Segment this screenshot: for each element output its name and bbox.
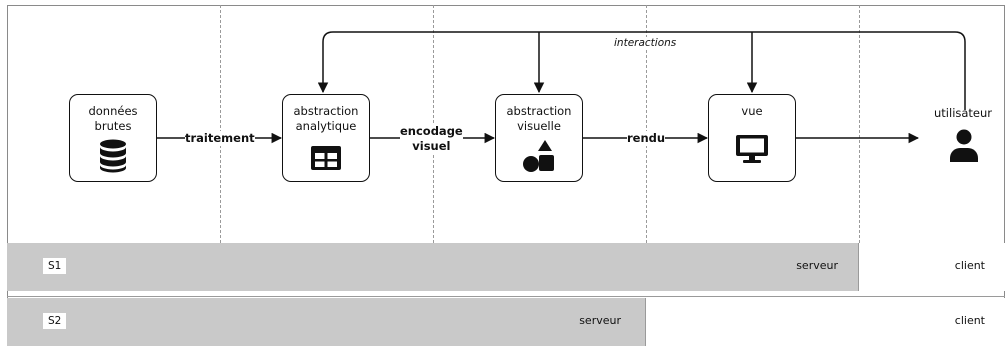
shapes-icon: [523, 140, 554, 172]
stage-raw-data: données brutes: [69, 94, 157, 182]
stage-view-label: vue: [741, 104, 763, 118]
server-label-s2: serveur: [579, 314, 621, 327]
stage-visual-abstraction: abstraction visuelle: [495, 94, 583, 182]
client-label-s1: client: [954, 259, 985, 272]
server-label-s1: serveur: [796, 259, 838, 272]
separator-1: [220, 5, 221, 243]
stage-analytic-label: abstraction analytique: [293, 104, 359, 133]
monitor-icon: [736, 135, 768, 163]
server-segment-s1: S1 serveur: [7, 243, 859, 291]
interaction-arrow-to-analytic: [317, 31, 966, 110]
split-row-s1: S1 serveur client: [7, 243, 1005, 291]
client-segment-s2: client: [646, 298, 1005, 346]
row-divider: [7, 296, 1005, 297]
table-icon: [311, 146, 341, 170]
stage-view: vue: [708, 94, 796, 182]
step-traitement: traitement: [185, 131, 255, 146]
user-label: utilisateur: [934, 106, 993, 120]
split-tag-s1: S1: [43, 258, 67, 274]
stage-visual-label: abstraction visuelle: [506, 104, 572, 133]
interactions-label: interactions: [611, 37, 680, 49]
stage-raw-data-label: données brutes: [88, 104, 138, 133]
split-tag-s2: S2: [43, 313, 67, 329]
client-label-s2: client: [954, 314, 985, 327]
user-icon: [950, 129, 978, 162]
database-icon: [100, 139, 126, 173]
step-encodage-visuel: encodage visuel: [400, 124, 463, 154]
separator-3: [646, 5, 647, 243]
step-rendu: rendu: [627, 131, 666, 146]
separator-4: [859, 5, 860, 243]
server-segment-s2: S2 serveur: [7, 298, 646, 346]
client-segment-s1: client: [859, 243, 1005, 291]
split-row-s2: S2 serveur client: [7, 298, 1005, 346]
stage-analytic-abstraction: abstraction analytique: [282, 94, 370, 182]
